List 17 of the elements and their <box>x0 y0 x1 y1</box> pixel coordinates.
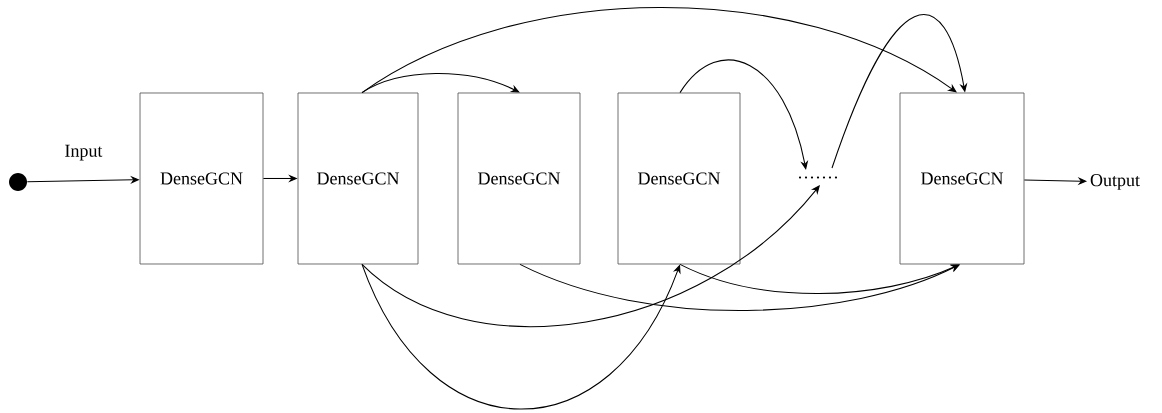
process-box: DenseGCN <box>457 92 581 265</box>
arrow <box>361 6 957 94</box>
node-label: ······· <box>798 176 838 179</box>
arrow <box>831 14 968 169</box>
input-dot <box>9 173 27 191</box>
process-box: DenseGCN <box>899 92 1025 265</box>
arrow <box>679 59 809 170</box>
process-box: DenseGCN <box>139 92 264 265</box>
process-box: DenseGCN <box>297 92 419 265</box>
node-label: Output <box>1090 174 1140 190</box>
arrow <box>679 263 960 295</box>
arrow <box>361 263 681 410</box>
arrow <box>361 185 820 327</box>
arrow <box>361 72 520 94</box>
arrow <box>519 263 960 311</box>
edge-label: Input <box>63 143 104 162</box>
process-box: DenseGCN <box>617 92 741 265</box>
